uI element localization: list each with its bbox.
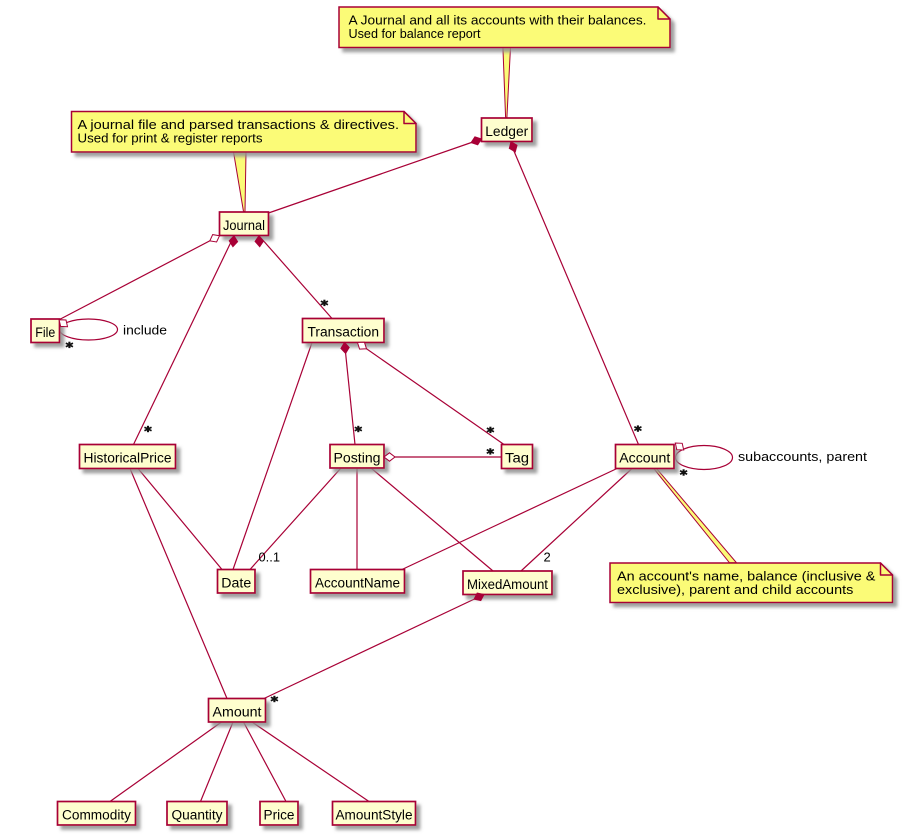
svg-text:Account: Account xyxy=(619,450,670,465)
svg-text:0..1: 0..1 xyxy=(259,550,281,565)
svg-text:Used for print & register repo: Used for print & register reports xyxy=(78,132,263,146)
svg-text:Quantity: Quantity xyxy=(172,807,223,822)
svg-text:A Journal and all its accounts: A Journal and all its accounts with thei… xyxy=(349,14,647,28)
svg-text:Posting: Posting xyxy=(334,450,381,465)
svg-text:HistoricalPrice: HistoricalPrice xyxy=(84,450,172,465)
svg-text:File: File xyxy=(35,325,55,340)
svg-text:include: include xyxy=(123,322,167,337)
svg-text:MixedAmount: MixedAmount xyxy=(467,577,548,592)
svg-text:A journal file and parsed tran: A journal file and parsed transactions &… xyxy=(78,118,400,132)
svg-text:exclusive), parent and child a: exclusive), parent and child accounts xyxy=(617,583,853,597)
svg-text:Amount: Amount xyxy=(213,704,262,719)
svg-text:2: 2 xyxy=(544,550,551,565)
svg-text:Price: Price xyxy=(264,807,295,822)
svg-text:An account's name, balance (in: An account's name, balance (inclusive & xyxy=(617,570,876,584)
svg-text:AmountStyle: AmountStyle xyxy=(336,807,413,822)
svg-text:Date: Date xyxy=(221,575,251,590)
svg-text:Ledger: Ledger xyxy=(485,124,529,139)
svg-text:Used for balance report: Used for balance report xyxy=(349,27,482,41)
svg-text:subaccounts, parent: subaccounts, parent xyxy=(738,449,867,464)
svg-text:Transaction: Transaction xyxy=(308,324,380,339)
svg-text:Journal: Journal xyxy=(223,218,265,233)
svg-text:AccountName: AccountName xyxy=(315,575,400,590)
svg-text:Tag: Tag xyxy=(505,450,529,465)
svg-text:Commodity: Commodity xyxy=(62,807,131,822)
